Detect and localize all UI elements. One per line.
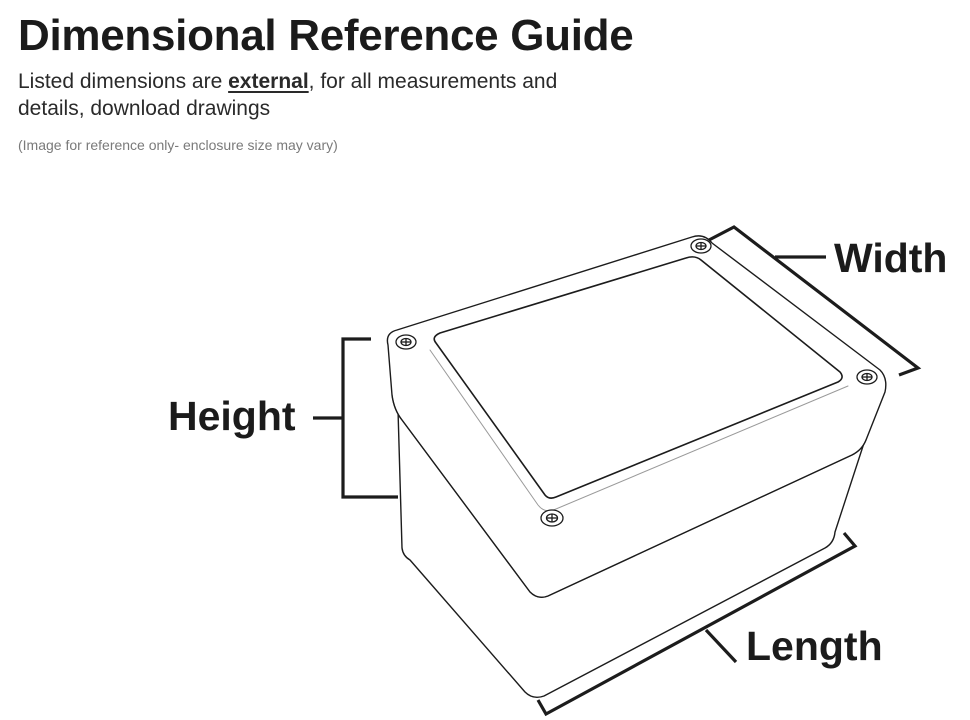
length-leader bbox=[704, 628, 738, 664]
width-label: Width bbox=[834, 235, 948, 281]
subtitle-text-start: Listed dimensions are bbox=[18, 70, 229, 93]
subtitle-text-end: , for all measurements and details, down… bbox=[18, 70, 558, 120]
lid-panel bbox=[433, 256, 843, 499]
length-label: Length bbox=[746, 623, 883, 669]
subtitle-emphasis: external bbox=[228, 70, 309, 93]
length-bracket bbox=[536, 531, 858, 717]
page-title: Dimensional Reference Guide bbox=[18, 11, 634, 60]
phillips-screw-icon bbox=[856, 369, 878, 385]
subtitle: Listed dimensions are external, for all … bbox=[18, 68, 578, 122]
phillips-screw-icon bbox=[540, 509, 564, 527]
height-label: Height bbox=[168, 393, 296, 439]
phillips-screw-icon bbox=[395, 334, 417, 350]
phillips-screw-icon bbox=[690, 238, 712, 254]
width-bracket bbox=[708, 225, 922, 377]
lid-edge bbox=[391, 394, 867, 598]
reference-note: (Image for reference only- enclosure siz… bbox=[18, 137, 338, 153]
